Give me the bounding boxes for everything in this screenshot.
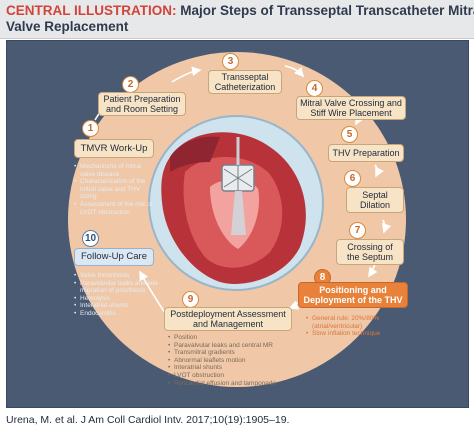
title-line-2: Valve Replacement bbox=[6, 19, 129, 34]
bullet: Characterization of the mitral valve and… bbox=[74, 178, 156, 201]
step-7-box: Crossing of the Septum bbox=[336, 239, 404, 265]
step-7-number: 7 bbox=[349, 222, 366, 239]
title-bar: CENTRAL ILLUSTRATION: Major Steps of Tra… bbox=[0, 0, 474, 39]
bullet: Interatrial shunts bbox=[168, 364, 308, 372]
step-1-box: TMVR Work-Up bbox=[74, 139, 154, 158]
step-4-number: 4 bbox=[306, 80, 323, 97]
step-9-number: 9 bbox=[182, 291, 199, 308]
heart-illustration bbox=[148, 115, 324, 291]
bullet: Abnormal leaflets motion bbox=[168, 357, 308, 365]
citation: Urena, M. et al. J Am Coll Cardiol Intv.… bbox=[6, 414, 290, 426]
step-10-box: Follow-Up Care bbox=[74, 248, 154, 266]
workup-bullets: Mechanisms of mitral valve disease Chara… bbox=[74, 163, 156, 216]
step-5-number: 5 bbox=[341, 126, 358, 143]
bullet: Mechanisms of mitral valve disease bbox=[74, 163, 156, 178]
followup-bullets: Valve thrombosis Paravalvular leaks and … bbox=[74, 272, 178, 318]
title-line-1: CENTRAL ILLUSTRATION: Major Steps of Tra… bbox=[6, 3, 474, 19]
bullet: Paravalvular leaks and central MR bbox=[168, 342, 308, 350]
step-1-number: 1 bbox=[82, 120, 99, 137]
bullet: Interatrial shunts bbox=[74, 302, 178, 310]
bullet: Hemolysis bbox=[74, 295, 178, 303]
step-5-box: THV Preparation bbox=[328, 144, 404, 162]
bullet: General rule: 20%/80% (atrial/ventricula… bbox=[306, 315, 412, 330]
bullet: Transmitral gradients bbox=[168, 349, 308, 357]
bullet: Valve thrombosis bbox=[74, 272, 178, 280]
step-10-number: 10 bbox=[82, 230, 99, 247]
bullet: Endocarditis bbox=[74, 310, 178, 318]
bullet: Position bbox=[168, 334, 308, 342]
step-6-number: 6 bbox=[344, 170, 361, 187]
step-4-box: Mitral Valve Crossing and Stiff Wire Pla… bbox=[296, 96, 406, 120]
bullet: Paravalvular leaks and late migration of… bbox=[74, 280, 178, 295]
step-6-box: Septal Dilation bbox=[346, 187, 404, 213]
bullet: Pericardial effusion and tamponade bbox=[168, 380, 308, 388]
step-8-box: Positioning and Deployment of the THV bbox=[298, 282, 408, 308]
postdeploy-bullets: Position Paravalvular leaks and central … bbox=[168, 334, 308, 387]
step-9-box: Postdeployment Assessment and Management bbox=[164, 307, 292, 331]
step-2-number: 2 bbox=[122, 76, 139, 93]
title-kicker: CENTRAL ILLUSTRATION: bbox=[6, 3, 177, 18]
step-3-number: 3 bbox=[222, 53, 239, 70]
bullet: Assessment of the risk of LVOT obstructi… bbox=[74, 201, 156, 216]
title-text: Major Steps of Transseptal Transcatheter… bbox=[180, 3, 474, 18]
bullet: LVOT obstruction bbox=[168, 372, 308, 380]
deployment-bullets: General rule: 20%/80% (atrial/ventricula… bbox=[306, 315, 412, 338]
step-3-box: Transseptal Catheterization bbox=[208, 70, 282, 94]
step-2-box: Patient Preparation and Room Setting bbox=[98, 92, 186, 116]
bullet: Slow inflation technique bbox=[306, 330, 412, 338]
